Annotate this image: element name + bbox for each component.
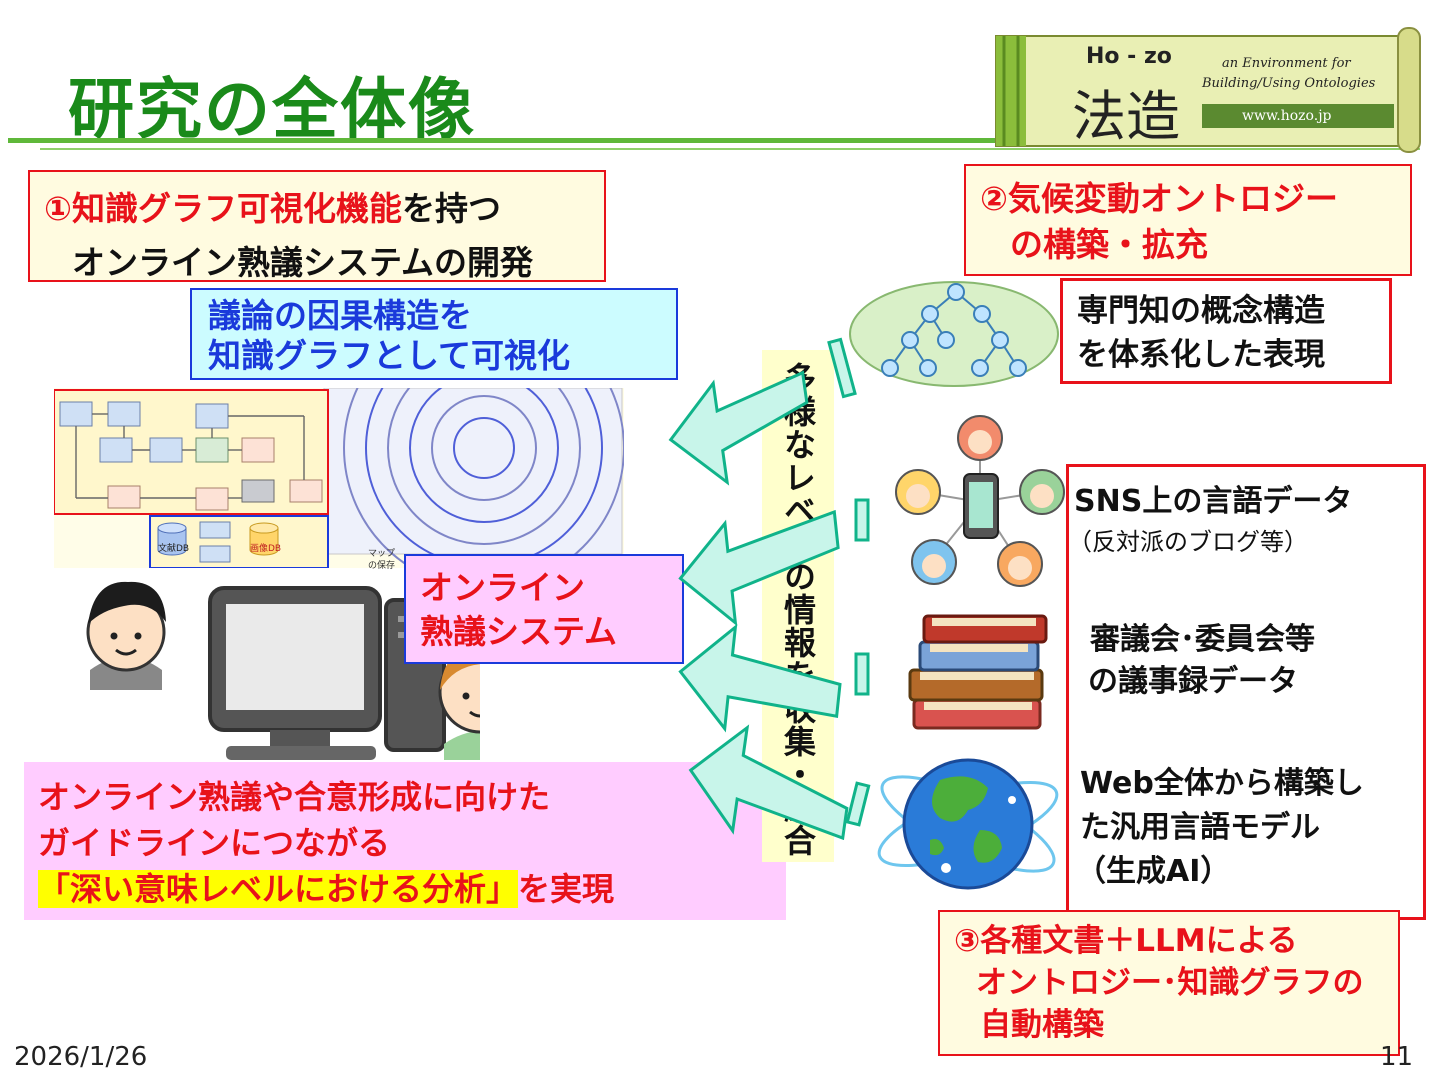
center-label-text: 多様なレベルの情報を収集・統合 (779, 362, 817, 857)
title-underline (8, 138, 1008, 143)
minutes-line2: の議事録データ (1088, 664, 1298, 699)
goal1-line2: オンライン熟議システムの開発 (72, 243, 534, 282)
outcome-highlight: 「深い意味レベルにおける分析」 (38, 870, 519, 908)
sns-note: （反対派のブログ等） (1068, 528, 1308, 556)
computer-icon (208, 586, 446, 760)
outcome-box: オンライン熟議や合意形成に向けた ガイドラインにつながる 「深い意味レベルにおけ… (24, 762, 786, 920)
sns-title: SNS上の言語データ (1074, 484, 1353, 519)
integration-arrows (668, 337, 871, 840)
ontology-tree-icon (849, 281, 1059, 387)
computer-users-illustration (86, 581, 480, 760)
goal2-line2: の構築・拡充 (1010, 225, 1208, 264)
graph-visualization (53, 307, 625, 589)
map-save-label-2: の保存 (368, 561, 396, 571)
logo-hozo-latin: Ho - zo (1086, 44, 1172, 69)
visualize-caption: 議論の因果構造を 知識グラフとして可視化 (190, 288, 678, 380)
goal1-highlight: ①知識グラフ可視化機能 (44, 189, 402, 228)
slide-date: 2026/1/26 (14, 1042, 148, 1072)
title-underline-thin (40, 148, 1420, 150)
goal2-box: ②気候変動オントロジー の構築・拡充 (964, 164, 1412, 276)
logo-tagline-2: Building/Using Ontologies (1202, 76, 1376, 91)
goal3-line3: 自動構築 (980, 1007, 1104, 1043)
arrow-1-icon (668, 370, 809, 486)
outcome-line1: オンライン熟議や合意形成に向けた (38, 778, 551, 816)
logo-hozo-kanji: 法造 (1072, 85, 1180, 148)
arrow-4-icon (688, 724, 849, 840)
data-sources-box (1066, 464, 1426, 920)
web-line1: Web全体から構築し (1080, 766, 1364, 801)
visualize-line2: 知識グラフとして可視化 (208, 336, 571, 375)
man-avatar-icon (86, 581, 166, 690)
minutes-line1: 審議会･委員会等 (1090, 622, 1315, 657)
map-save-label-1: マップ (368, 549, 396, 559)
visualize-line1: 議論の因果構造を (208, 296, 472, 335)
expert-line1: 専門知の概念構造 (1077, 293, 1325, 329)
online-system-line2: 熟議システム (420, 612, 618, 651)
expert-knowledge-box: 専門知の概念構造 を体系化した表現 (1060, 278, 1392, 384)
online-system-label: オンライン 熟議システム (404, 554, 684, 664)
online-system-line1: オンライン (420, 568, 585, 607)
page-number: 11 (1380, 1042, 1414, 1072)
web-line2: た汎用言語モデル (1080, 810, 1320, 845)
db1-label: 文献DB (158, 544, 190, 554)
web-line3: （生成AI） (1076, 854, 1231, 889)
goal2-line1: ②気候変動オントロジー (980, 179, 1338, 218)
goal3-line2: オントロジー･知識グラフの (976, 965, 1364, 1001)
logo-url[interactable]: www.hozo.jp (1242, 108, 1332, 124)
goal1-box: ①知識グラフ可視化機能を持つ オンライン熟議システムの開発 (28, 170, 606, 282)
books-icon (908, 614, 1048, 730)
hozo-logo: Ho - zo 法造 an Environment for Building/U… (990, 22, 1430, 154)
goal3-line1: ③各種文書＋LLMによる (954, 923, 1298, 959)
arrow-3-icon (678, 623, 842, 733)
expert-line2: を体系化した表現 (1077, 337, 1325, 373)
knowledge-graph-screenshot: 文献DB 画像DB マップ の保存 (53, 307, 625, 589)
logo-tagline-1: an Environment for (1222, 56, 1351, 71)
sns-network-icon (895, 415, 1065, 587)
goal3-box: ③各種文書＋LLMによる オントロジー･知識グラフの 自動構築 (938, 910, 1400, 1056)
page-title: 研究の全体像 (68, 71, 476, 148)
outcome-line2: ガイドラインにつながる (38, 824, 391, 862)
globe-icon (877, 758, 1059, 890)
arrow-2-icon (678, 509, 840, 627)
db2-label: 画像DB (250, 544, 282, 554)
outcome-line3-tail: を実現 (518, 870, 615, 908)
goal1-suffix: を持つ (401, 189, 501, 228)
scroll-logo-graphic (995, 27, 1421, 153)
